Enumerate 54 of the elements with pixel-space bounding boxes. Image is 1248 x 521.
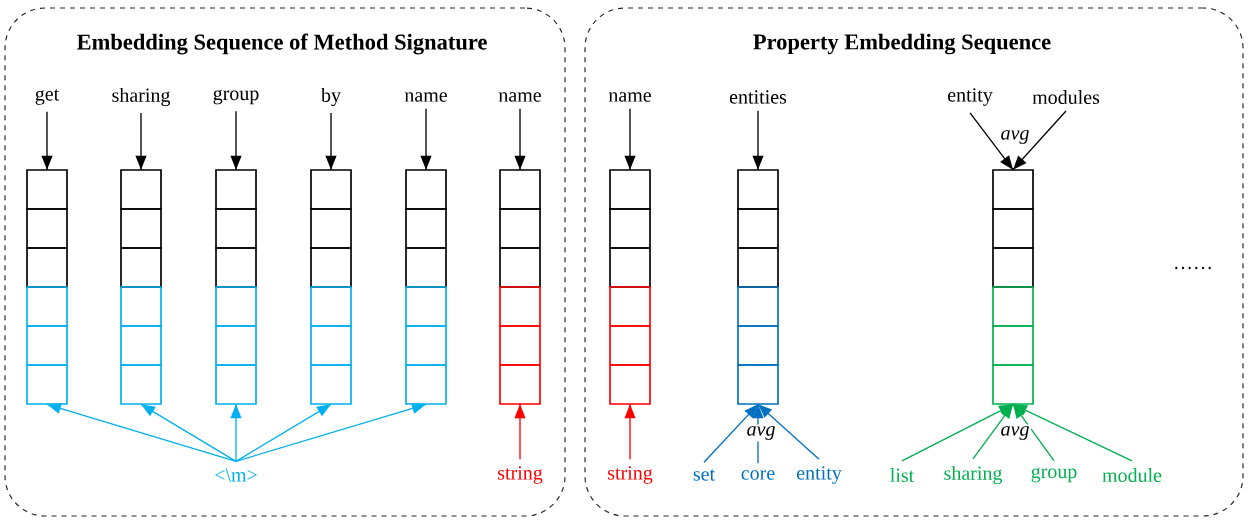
arrow bbox=[135, 112, 147, 171]
word-label: module bbox=[1102, 467, 1162, 483]
vector-column bbox=[499, 169, 541, 405]
avg-label: avg bbox=[998, 128, 1032, 146]
arrow bbox=[703, 403, 759, 463]
arrow bbox=[235, 402, 427, 462]
word-label: string bbox=[498, 466, 543, 484]
arrow bbox=[757, 403, 820, 460]
arrow bbox=[41, 111, 53, 171]
arrow bbox=[624, 403, 636, 460]
vector-column bbox=[26, 169, 68, 405]
arrow bbox=[235, 403, 332, 462]
word-label: sharing bbox=[944, 465, 1003, 485]
avg-label: avg bbox=[998, 424, 1032, 442]
word-label: by bbox=[321, 87, 341, 107]
word-label: group bbox=[1031, 467, 1077, 483]
word-label: get bbox=[35, 89, 60, 105]
word-label: list bbox=[890, 467, 915, 483]
word-label: name bbox=[404, 92, 447, 102]
word-label: set bbox=[693, 469, 715, 481]
arrow bbox=[46, 402, 237, 462]
word-label: sharing bbox=[112, 87, 171, 107]
vector-column bbox=[215, 169, 257, 405]
vector-column bbox=[405, 169, 447, 405]
ellipsis: …… bbox=[1171, 265, 1215, 271]
word-label: name bbox=[498, 92, 541, 102]
word-label: string bbox=[608, 466, 653, 484]
word-label: <\m> bbox=[215, 468, 257, 482]
vector-column bbox=[310, 169, 352, 405]
vector-column bbox=[992, 169, 1034, 405]
arrow bbox=[624, 108, 636, 171]
arrow bbox=[140, 403, 237, 462]
vector-column bbox=[737, 169, 779, 405]
arrow bbox=[514, 403, 526, 460]
word-label: entities bbox=[729, 90, 787, 104]
word-label: entity bbox=[797, 466, 842, 484]
vector-column bbox=[609, 169, 651, 405]
word-label: core bbox=[741, 470, 775, 480]
arrow bbox=[230, 110, 242, 171]
word-label: modules bbox=[1032, 89, 1100, 105]
vector-column bbox=[120, 169, 162, 405]
arrow bbox=[969, 112, 1014, 171]
arrow bbox=[325, 112, 337, 171]
arrow bbox=[1012, 110, 1067, 171]
arrow bbox=[230, 403, 242, 462]
avg-label: avg bbox=[744, 424, 778, 442]
arrow bbox=[752, 110, 764, 171]
arrow bbox=[972, 403, 1014, 460]
arrow bbox=[420, 108, 432, 171]
word-label: name bbox=[608, 92, 651, 102]
arrow bbox=[514, 108, 526, 171]
word-label: group bbox=[213, 89, 259, 105]
word-label: entity bbox=[948, 88, 993, 106]
arrow bbox=[1012, 403, 1133, 462]
